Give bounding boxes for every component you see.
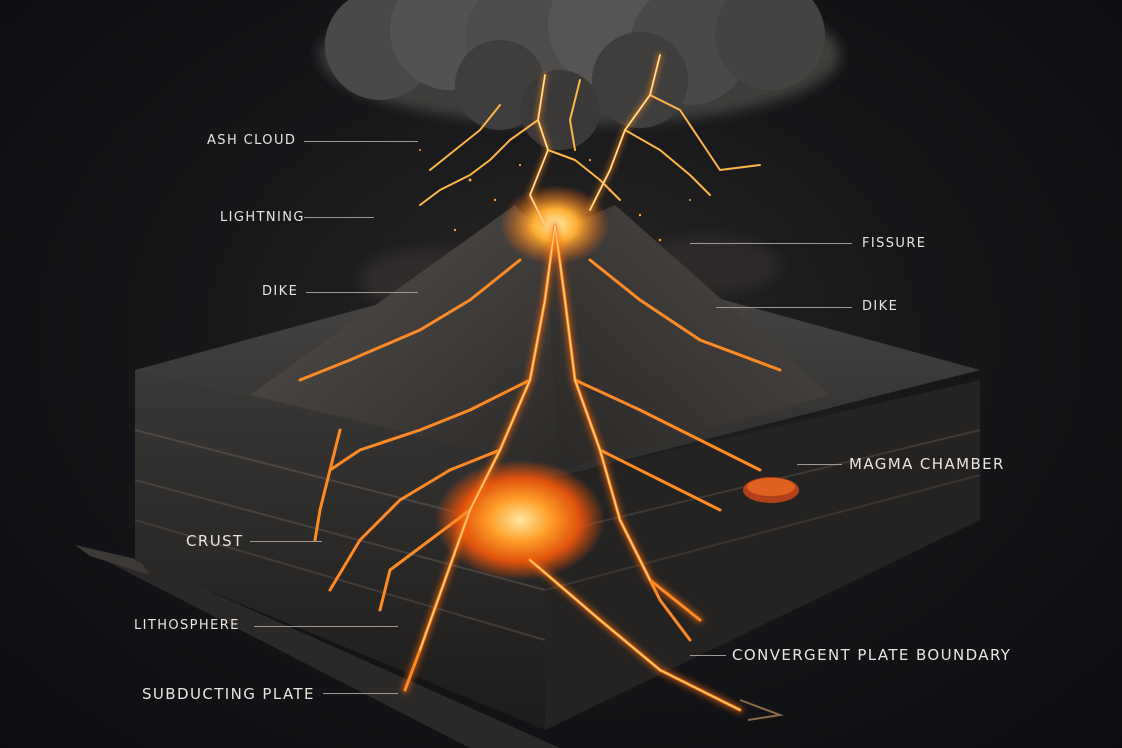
label-dike-right: DIKE [862, 299, 898, 314]
magma-chamber-glow [435, 460, 605, 580]
plate-motion-arrow [740, 700, 780, 720]
label-convergent-plate-boundary: CONVERGENT PLATE BOUNDARY [732, 646, 1011, 664]
label-lightning: LIGHTNING [220, 210, 305, 225]
leader-subducting-plate [323, 693, 398, 694]
magma-pocket [743, 477, 799, 503]
label-lithosphere: LITHOSPHERE [134, 618, 240, 633]
leader-crust [250, 541, 322, 542]
leader-dike-left [306, 292, 418, 293]
label-crust: CRUST [186, 532, 244, 550]
label-subducting-plate: SUBDUCTING PLATE [142, 685, 315, 703]
label-fissure: FISSURE [862, 236, 926, 251]
leader-lithosphere [254, 626, 398, 627]
leader-magma-chamber [797, 464, 842, 465]
leader-convergent-plate-boundary [690, 655, 726, 656]
leader-dike-right [716, 307, 852, 308]
label-ash-cloud: ASH CLOUD [207, 133, 296, 148]
leader-fissure [690, 243, 852, 244]
label-magma-chamber: MAGMA CHAMBER [849, 455, 1005, 473]
leader-ash-cloud [304, 141, 418, 142]
leader-lightning [304, 217, 374, 218]
label-dike-left: DIKE [262, 284, 298, 299]
